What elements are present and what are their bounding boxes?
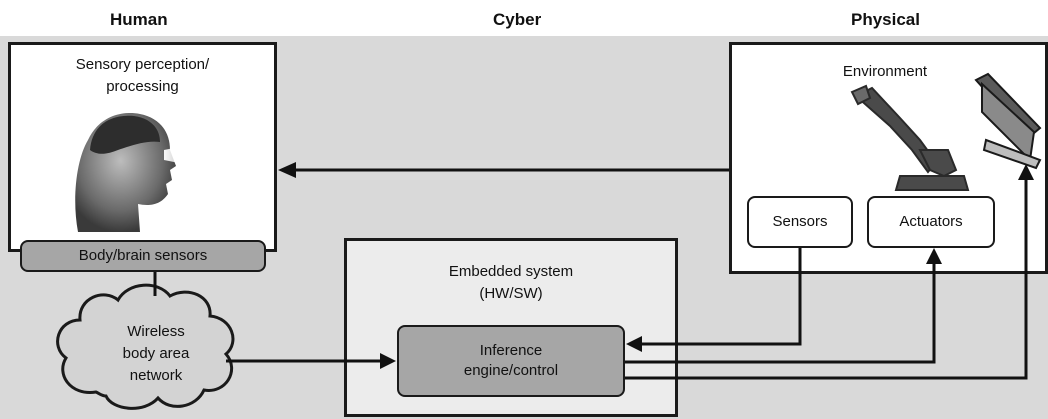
inference-engine-box: Inference engine/control	[397, 325, 625, 397]
physical-sensors-box: Sensors	[747, 196, 853, 248]
column-heading-human: Human	[110, 10, 168, 29]
physical-sensors-label: Sensors	[772, 213, 828, 230]
arrow-head-to-monitor	[1018, 164, 1034, 180]
body-brain-sensors-label: Body/brain sensors	[78, 247, 208, 264]
actuators-box: Actuators	[867, 196, 995, 248]
environment-label: Environment	[842, 63, 928, 80]
human-box-title-line2: processing	[106, 78, 179, 95]
network-label-line3: network	[129, 367, 183, 384]
column-heading-physical: Physical	[851, 10, 920, 29]
embedded-system-label-line2: (HW/SW)	[479, 285, 543, 302]
column-heading-cyber: Cyber	[493, 10, 542, 29]
body-brain-sensors-box: Body/brain sensors	[20, 240, 266, 272]
arrow-head-to-actuators	[926, 248, 942, 264]
inference-engine-label-line2: engine/control	[463, 362, 559, 379]
human-box-title-line1: Sensory perception/	[75, 56, 210, 73]
arrow-head-sensors-to-engine	[626, 336, 642, 352]
arrow-head-to-human	[278, 162, 296, 178]
header-strip	[0, 0, 1048, 36]
network-label-line2: body area	[122, 345, 190, 362]
arrow-head-to-engine	[380, 353, 396, 369]
network-label-line1: Wireless	[127, 323, 185, 340]
actuators-label: Actuators	[899, 213, 963, 230]
inference-engine-label-line1: Inference	[479, 342, 543, 359]
embedded-system-label-line1: Embedded system	[448, 263, 574, 280]
